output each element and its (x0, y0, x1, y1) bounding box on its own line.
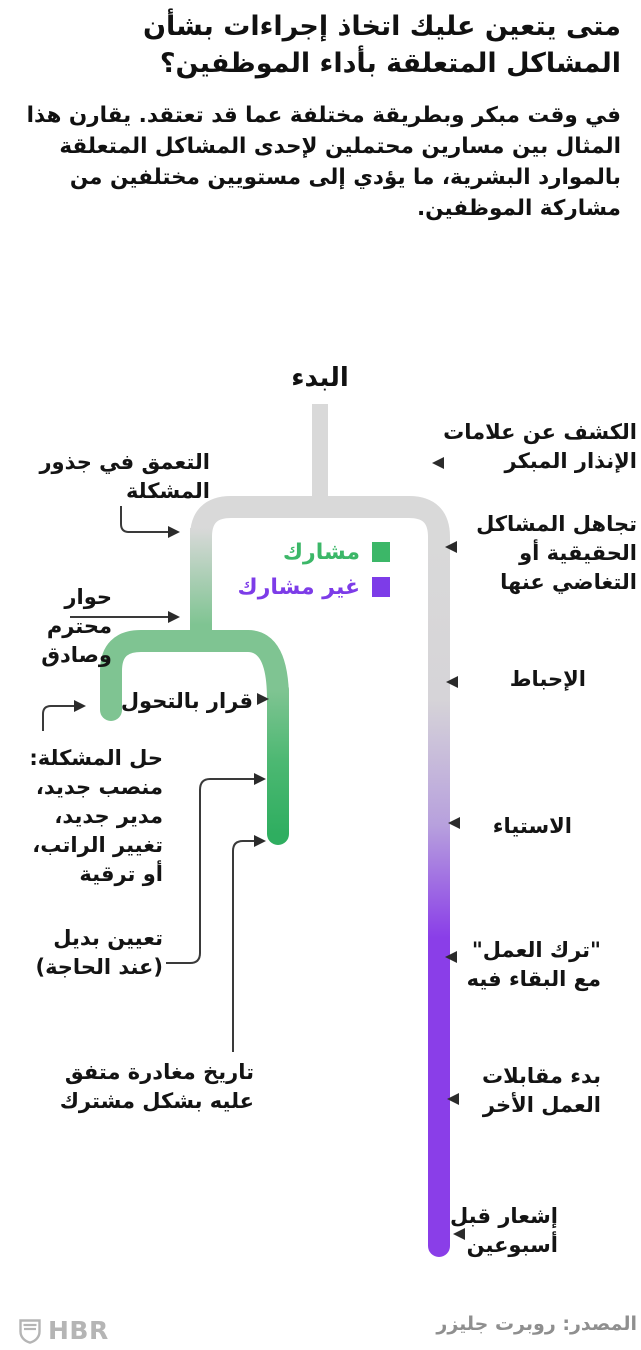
arrow-left-icon (445, 541, 457, 553)
source-credit: المصدر: روبرت جليزر (436, 1313, 637, 1335)
arrow-left-icon (445, 951, 457, 963)
label-pivot: قرار بالتحول (120, 689, 253, 713)
label-discover: الكشف عن علامات الإنذار المبكر (443, 420, 637, 473)
start-label: البدء (291, 363, 349, 393)
intro-paragraph: في وقت مبكر وبطريقة مختلفة عما قد تعتقد.… (26, 103, 621, 221)
label-interviews: بدء مقابلات العمل الأخر (482, 1064, 601, 1117)
label-resentment: الاستياء (492, 814, 572, 838)
hbr-logo: HBR (18, 1316, 109, 1345)
connector-departure-date (232, 840, 254, 1052)
label-departure-date: تاريخ مغادرة متفق عليه بشكل مشترك (59, 1060, 254, 1113)
label-replacement: تعيين بديل (عند الحاجة) (35, 926, 163, 979)
hbr-wordmark: HBR (48, 1316, 109, 1345)
arrow-left-icon (432, 457, 444, 469)
arrow-left-icon (453, 1228, 465, 1240)
hbr-shield-icon (19, 1318, 41, 1344)
arrow-left-icon (448, 817, 460, 829)
label-frustration: الإحباط (509, 667, 586, 691)
legend-engaged-swatch (372, 542, 390, 562)
connector-solve (42, 705, 74, 731)
engaged-fork-line (100, 630, 289, 701)
connector-lines (42, 506, 254, 1052)
arrow-right-icon (254, 835, 266, 847)
label-dialogue: حوار محترم وصادق (41, 585, 112, 667)
label-notice: إشعار قبل أسبوعين (449, 1204, 558, 1257)
label-solve: حل المشكلة: منصب جديد، مدير جديد، تغيير … (29, 746, 163, 886)
legend-engaged-label: مشارك (282, 540, 360, 565)
top-fork-line (190, 496, 450, 572)
label-dig-roots: التعمق في جذور المشكلة (39, 450, 210, 503)
page-title: متى يتعين عليك اتخاذ إجراءات بشأن المشاك… (143, 11, 621, 79)
arrow-right-icon (254, 773, 266, 785)
connector-dig-roots (120, 506, 168, 533)
connector-arrowheads (74, 526, 266, 847)
legend-disengaged-label: غير مشارك (237, 575, 360, 600)
label-quit-stay: "ترك العمل" مع البقاء فيه (466, 938, 601, 991)
arrow-left-icon (446, 676, 458, 688)
arrow-left-icon (447, 1093, 459, 1105)
arrow-right-icon (168, 611, 180, 623)
connector-replacement (166, 778, 254, 964)
arrow-right-icon (74, 700, 86, 712)
arrow-right-icon (168, 526, 180, 538)
legend-disengaged-swatch (372, 577, 390, 597)
label-ignore: تجاهل المشاكل الحقيقية أو التغاضي عنها (476, 512, 637, 594)
arrow-right-icon (257, 693, 269, 705)
